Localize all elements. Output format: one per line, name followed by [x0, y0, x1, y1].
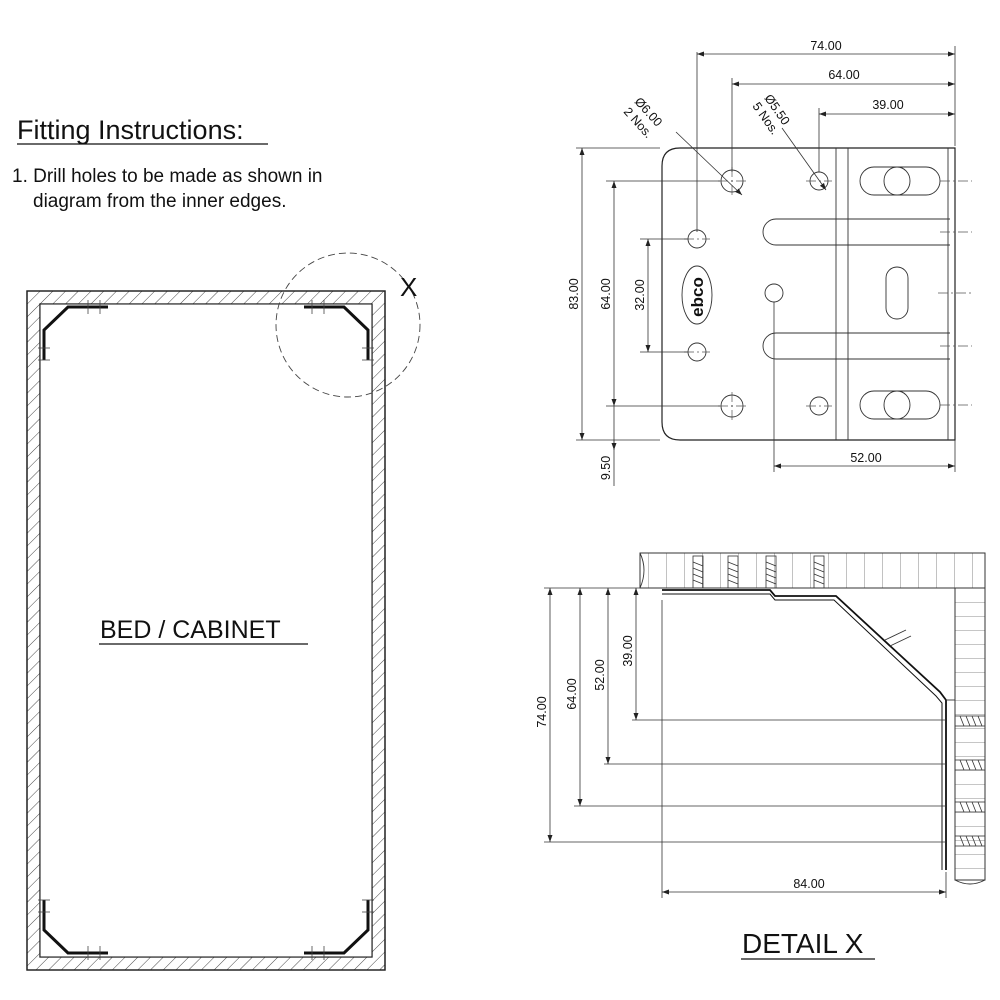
dim-left-32: 32.00: [633, 279, 647, 310]
bracket-side-view: [639, 552, 986, 885]
dim-side-52: 52.00: [593, 659, 607, 690]
dim-left-83: 83.00: [567, 278, 581, 309]
dim-side-39: 39.00: [621, 635, 635, 666]
bracket-screws: [38, 300, 374, 960]
instructions-title: Fitting Instructions:: [17, 115, 244, 145]
side-dimensions: 74.00 64.00 52.00 39.00 84.00: [535, 587, 947, 898]
dim-top-64: 64.00: [828, 68, 859, 82]
detail-title: DETAIL X: [742, 928, 864, 959]
dim-left-64: 64.00: [599, 278, 613, 309]
cabinet-label: BED / CABINET: [100, 616, 281, 644]
step-1-line-1: 1. Drill holes to be made as shown in: [12, 166, 323, 187]
detail-x-circle: [275, 252, 421, 398]
dim-side-84: 84.00: [793, 877, 824, 891]
dim-top-39: 39.00: [872, 98, 903, 112]
dim-side-74: 74.00: [535, 696, 549, 727]
detail-marker-x: X: [400, 272, 417, 302]
dim-top-74: 74.00: [810, 39, 841, 53]
step-1-line-2: diagram from the inner edges.: [33, 191, 286, 212]
brand-logo-text: ebco: [688, 277, 707, 317]
cabinet-frame: [26, 290, 386, 971]
dim-bottom-52: 52.00: [850, 451, 881, 465]
dim-left-9-5: 9.50: [599, 456, 613, 480]
bracket-plan-view: ebco: [661, 147, 972, 441]
plan-dimensions: 74.00 64.00 39.00 Ø6.00 2 Nos. Ø5.50 5 N…: [567, 39, 956, 486]
dim-side-64: 64.00: [565, 678, 579, 709]
